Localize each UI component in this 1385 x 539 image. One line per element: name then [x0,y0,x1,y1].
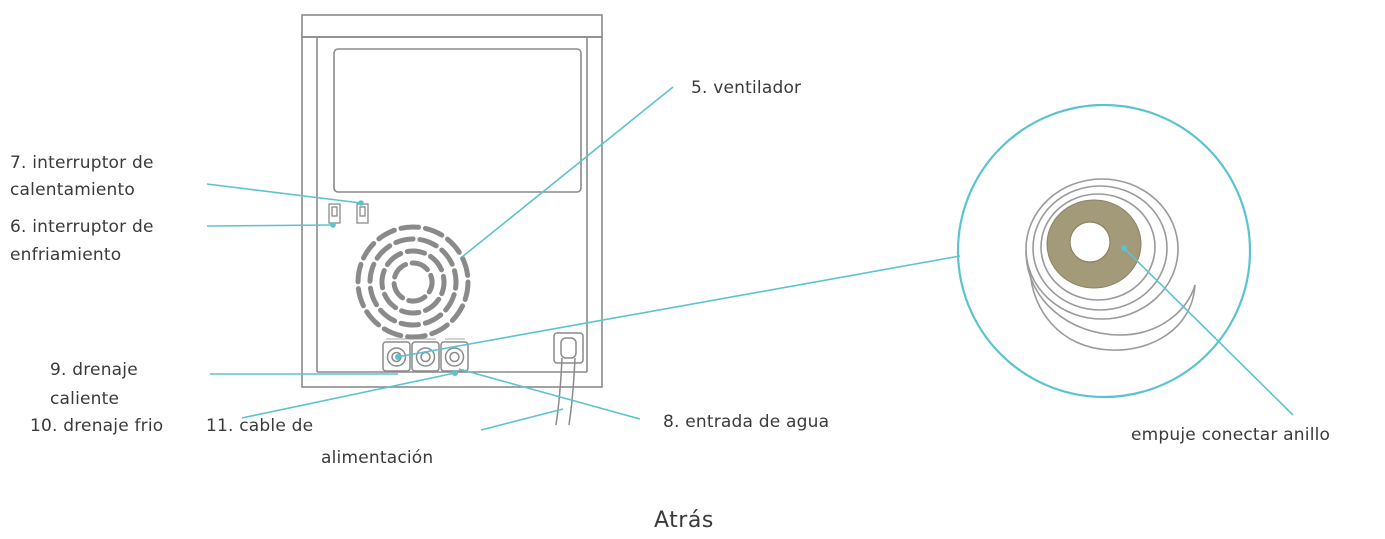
leader-enfriamiento [206,224,334,227]
device-outline [301,14,603,388]
label-entrada-agua: 8. entrada de agua [663,412,830,432]
label-drenaje-caliente-line1: 9. drenaje [50,360,138,380]
leader-dots [330,200,1127,376]
label-drenaje-frio: 10. drenaje frio [30,416,164,436]
power-cable [553,332,584,426]
fan-slot-ring [391,260,435,304]
label-interruptor-calentamiento-line1: 7. interruptor de [10,153,154,173]
leader-drenaje-frio [241,372,456,419]
connector-bore [1069,221,1111,263]
rear-panel-window [333,48,582,193]
leader-calentamiento [206,183,362,204]
device-top-cap [301,14,603,38]
label-empuje-conectar-anillo: empuje conectar anillo [1131,425,1331,445]
cooling-switch-rocker [331,206,338,217]
cold-drain-port [411,341,440,372]
label-drenaje-caliente-line2: caliente [50,389,120,409]
leader-cable [480,408,564,431]
leader-zoom [396,255,961,358]
label-ventilador: 5. ventilador [691,78,802,98]
leader-entrada-agua [458,368,641,420]
heating-switch-rocker [359,206,366,217]
label-cable-line2: alimentación [321,448,434,468]
leader-ventilador [461,86,674,258]
device-body [301,36,603,388]
caption-atras: Atrás [654,508,714,533]
connector-zoom [956,103,1252,399]
leader-empuje [1123,247,1294,416]
fan-slot-ring [379,248,447,316]
switches [328,203,369,224]
label-interruptor-calentamiento-line2: calentamiento [10,180,135,200]
label-cable-line1: 11. cable de [206,416,314,436]
water-ports [382,338,469,372]
power-socket [553,332,584,364]
connector-body [1025,178,1196,351]
zoom-circle [956,103,1252,399]
label-interruptor-enfriamiento-line1: 6. interruptor de [10,217,154,237]
leader-lines [206,86,1294,431]
fan-slot-ring [367,236,459,328]
fan-slot-ring [355,224,471,340]
hot-drain-port [382,341,411,372]
label-interruptor-enfriamiento-line2: enfriamiento [10,245,122,265]
fan-grille [355,224,471,340]
